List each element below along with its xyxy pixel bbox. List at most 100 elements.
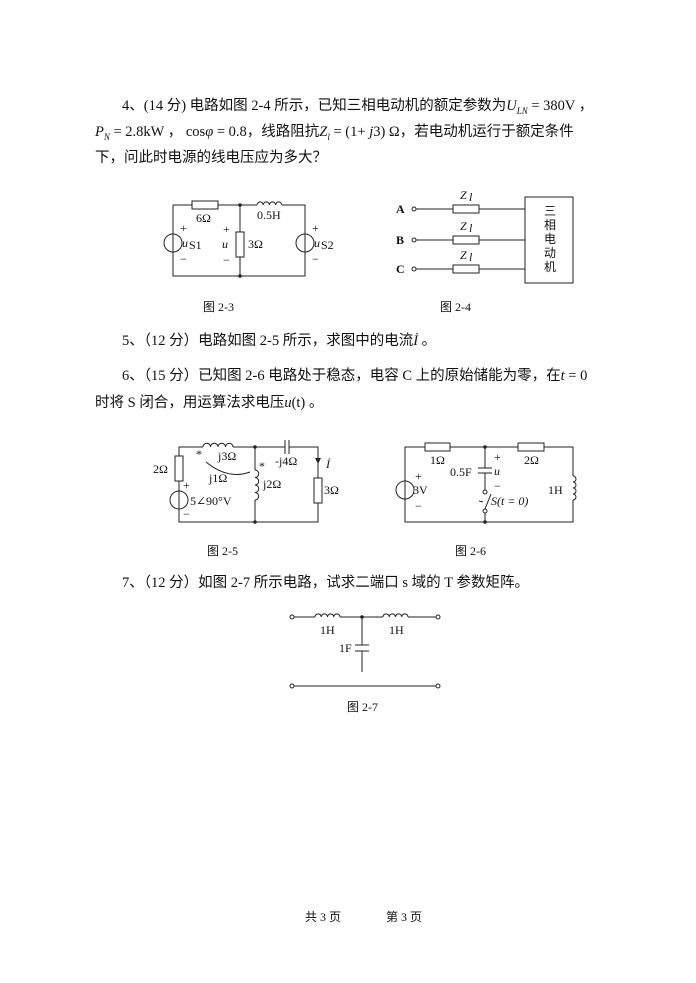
motor-label: 相 [544, 218, 556, 232]
label-us2: u [314, 236, 320, 250]
capacitor-j4 [284, 440, 290, 454]
caption-2-7: 图 2-7 [347, 700, 378, 714]
caption-2-5: 图 2-5 [207, 544, 238, 558]
inductor-j2 [254, 469, 260, 501]
plus-sign: + [312, 221, 319, 235]
label-2ohm: 2Ω [524, 453, 539, 467]
terminal-a: A [396, 202, 405, 216]
resistor-2ohm [517, 442, 545, 452]
line-impedance-a [452, 204, 480, 214]
q7-line: 7、（12 分）如图 2-7 所示电路，试求二端口 s 域的 T 参数矩阵。 [122, 575, 529, 591]
label-2ohm: 2Ω [153, 462, 168, 476]
plus-sign: + [180, 221, 187, 235]
dot-mark: * [259, 459, 265, 473]
zl-value: = (1+ [329, 124, 370, 140]
label-zl-sub: l [469, 250, 473, 264]
zl-var: Z [319, 124, 328, 140]
label-u: u [494, 464, 500, 478]
t-value: = 0 [564, 368, 588, 384]
label-j4: -j4Ω [275, 454, 297, 468]
label-1f: 1F [339, 641, 352, 655]
label-zl: Z [460, 248, 467, 262]
label-switch: S(t = 0) [491, 494, 528, 508]
uln-value: = 380V ， [527, 98, 594, 114]
minus-sign: − [223, 253, 230, 267]
capacitor-1f [355, 644, 369, 652]
line-impedance-c [452, 264, 480, 274]
motor-label: 电 [544, 232, 556, 246]
caption-2-4: 图 2-4 [440, 300, 471, 314]
switch-s [478, 489, 492, 514]
label-zl-sub: l [469, 221, 473, 235]
label-us1: u [182, 236, 188, 250]
inductor-0.5h [256, 201, 283, 206]
footer-page-number: 第 3 页 [386, 910, 423, 924]
label-0.5f: 0.5F [450, 465, 472, 479]
three-phase-motor-box [524, 196, 574, 284]
label-source: 5∠90°V [190, 494, 232, 508]
uln-sub: LN [516, 105, 528, 116]
zl-end: 3) Ω，若电动机运行于额定条件 [373, 124, 574, 140]
motor-label: 动 [544, 246, 556, 260]
u-arg: (t) [291, 395, 306, 411]
label-1h: 1H [548, 483, 563, 497]
label-current: İ [325, 457, 331, 471]
motor-label: 三 [544, 204, 556, 218]
label-3v: 3V [413, 483, 428, 497]
q4-line1: 4、(14 分) 电路如图 2-4 所示，已知三相电动机的额定参数为ULN = … [122, 94, 593, 116]
j: j [369, 124, 374, 140]
cos-value: = 0.8，线路阻抗 [213, 124, 320, 140]
inductor-1h [572, 475, 577, 501]
q4-text: 4、(14 分) 电路如图 2-4 所示，已知三相电动机的额定参数为 [122, 98, 507, 114]
label-zl: Z [460, 188, 467, 202]
label-zl: Z [460, 219, 467, 233]
q5-text: 5、（12 分）电路如图 2-5 所示，求图中的电流 [122, 333, 414, 349]
label-j1: j1Ω [208, 471, 227, 485]
uln-var: U [506, 98, 517, 114]
q5-line: 5、（12 分）电路如图 2-5 所示，求图中的电流İ 。 [122, 329, 436, 350]
q4-line2: PN = 2.8kW ， cosφ = 0.8，线路阻抗Zl = (1+ j3)… [95, 120, 574, 142]
label-us2-sub: S2 [321, 238, 334, 252]
label-j2: j2Ω [262, 477, 281, 491]
plus-sign: + [494, 450, 501, 464]
label-0.5h: 0.5H [257, 208, 281, 222]
footer-total-pages: 共 3 页 [305, 910, 342, 924]
figure-2-6: 1Ω 2Ω 0.5F u + − S(t = 0) 1H 3V + − 图 2-… [395, 442, 577, 558]
q5-end: 。 [418, 333, 437, 349]
t-var: t [560, 368, 565, 384]
minus-sign: − [180, 252, 187, 266]
label-1h: 1H [320, 623, 335, 637]
inductor-j3 [202, 442, 234, 448]
pn-sub: N [103, 131, 110, 142]
label-6ohm: 6Ω [196, 211, 211, 225]
phi: φ [205, 124, 214, 140]
capacitor-0.5f [478, 467, 492, 474]
q6-line1: 6、（15 分）已知图 2-6 电路处于稳态，电容 C 上的原始储能为零，在t … [122, 364, 587, 385]
resistor-3ohm [313, 477, 323, 504]
figure-2-7: 1H 1H 1F 图 2-7 [289, 613, 441, 714]
minus-sign: − [494, 479, 501, 493]
minus-sign: − [312, 252, 319, 266]
label-j3: j3Ω [217, 449, 236, 463]
caption-2-3: 图 2-3 [203, 300, 234, 314]
zl-sub: l [327, 131, 330, 142]
q6-end: 。 [305, 395, 324, 411]
current-var: İ [413, 333, 419, 349]
current-arrow [315, 458, 321, 464]
label-zl-sub: l [469, 190, 473, 204]
minus-sign: − [415, 499, 422, 513]
label-us1-sub: S1 [189, 238, 202, 252]
resistor-3ohm [235, 231, 245, 258]
minus-sign: − [183, 507, 190, 521]
resistor-1ohm [424, 442, 451, 452]
q6-text2: 时将 S 闭合，用运算法求电压 [95, 395, 285, 411]
q6-line2: 时将 S 闭合，用运算法求电压u(t) 。 [95, 391, 323, 412]
resistor-6ohm [191, 200, 219, 210]
inductor-1 [314, 613, 341, 618]
plus-sign: + [223, 222, 230, 236]
motor-label: 机 [544, 260, 556, 274]
inductor-2 [382, 613, 409, 618]
